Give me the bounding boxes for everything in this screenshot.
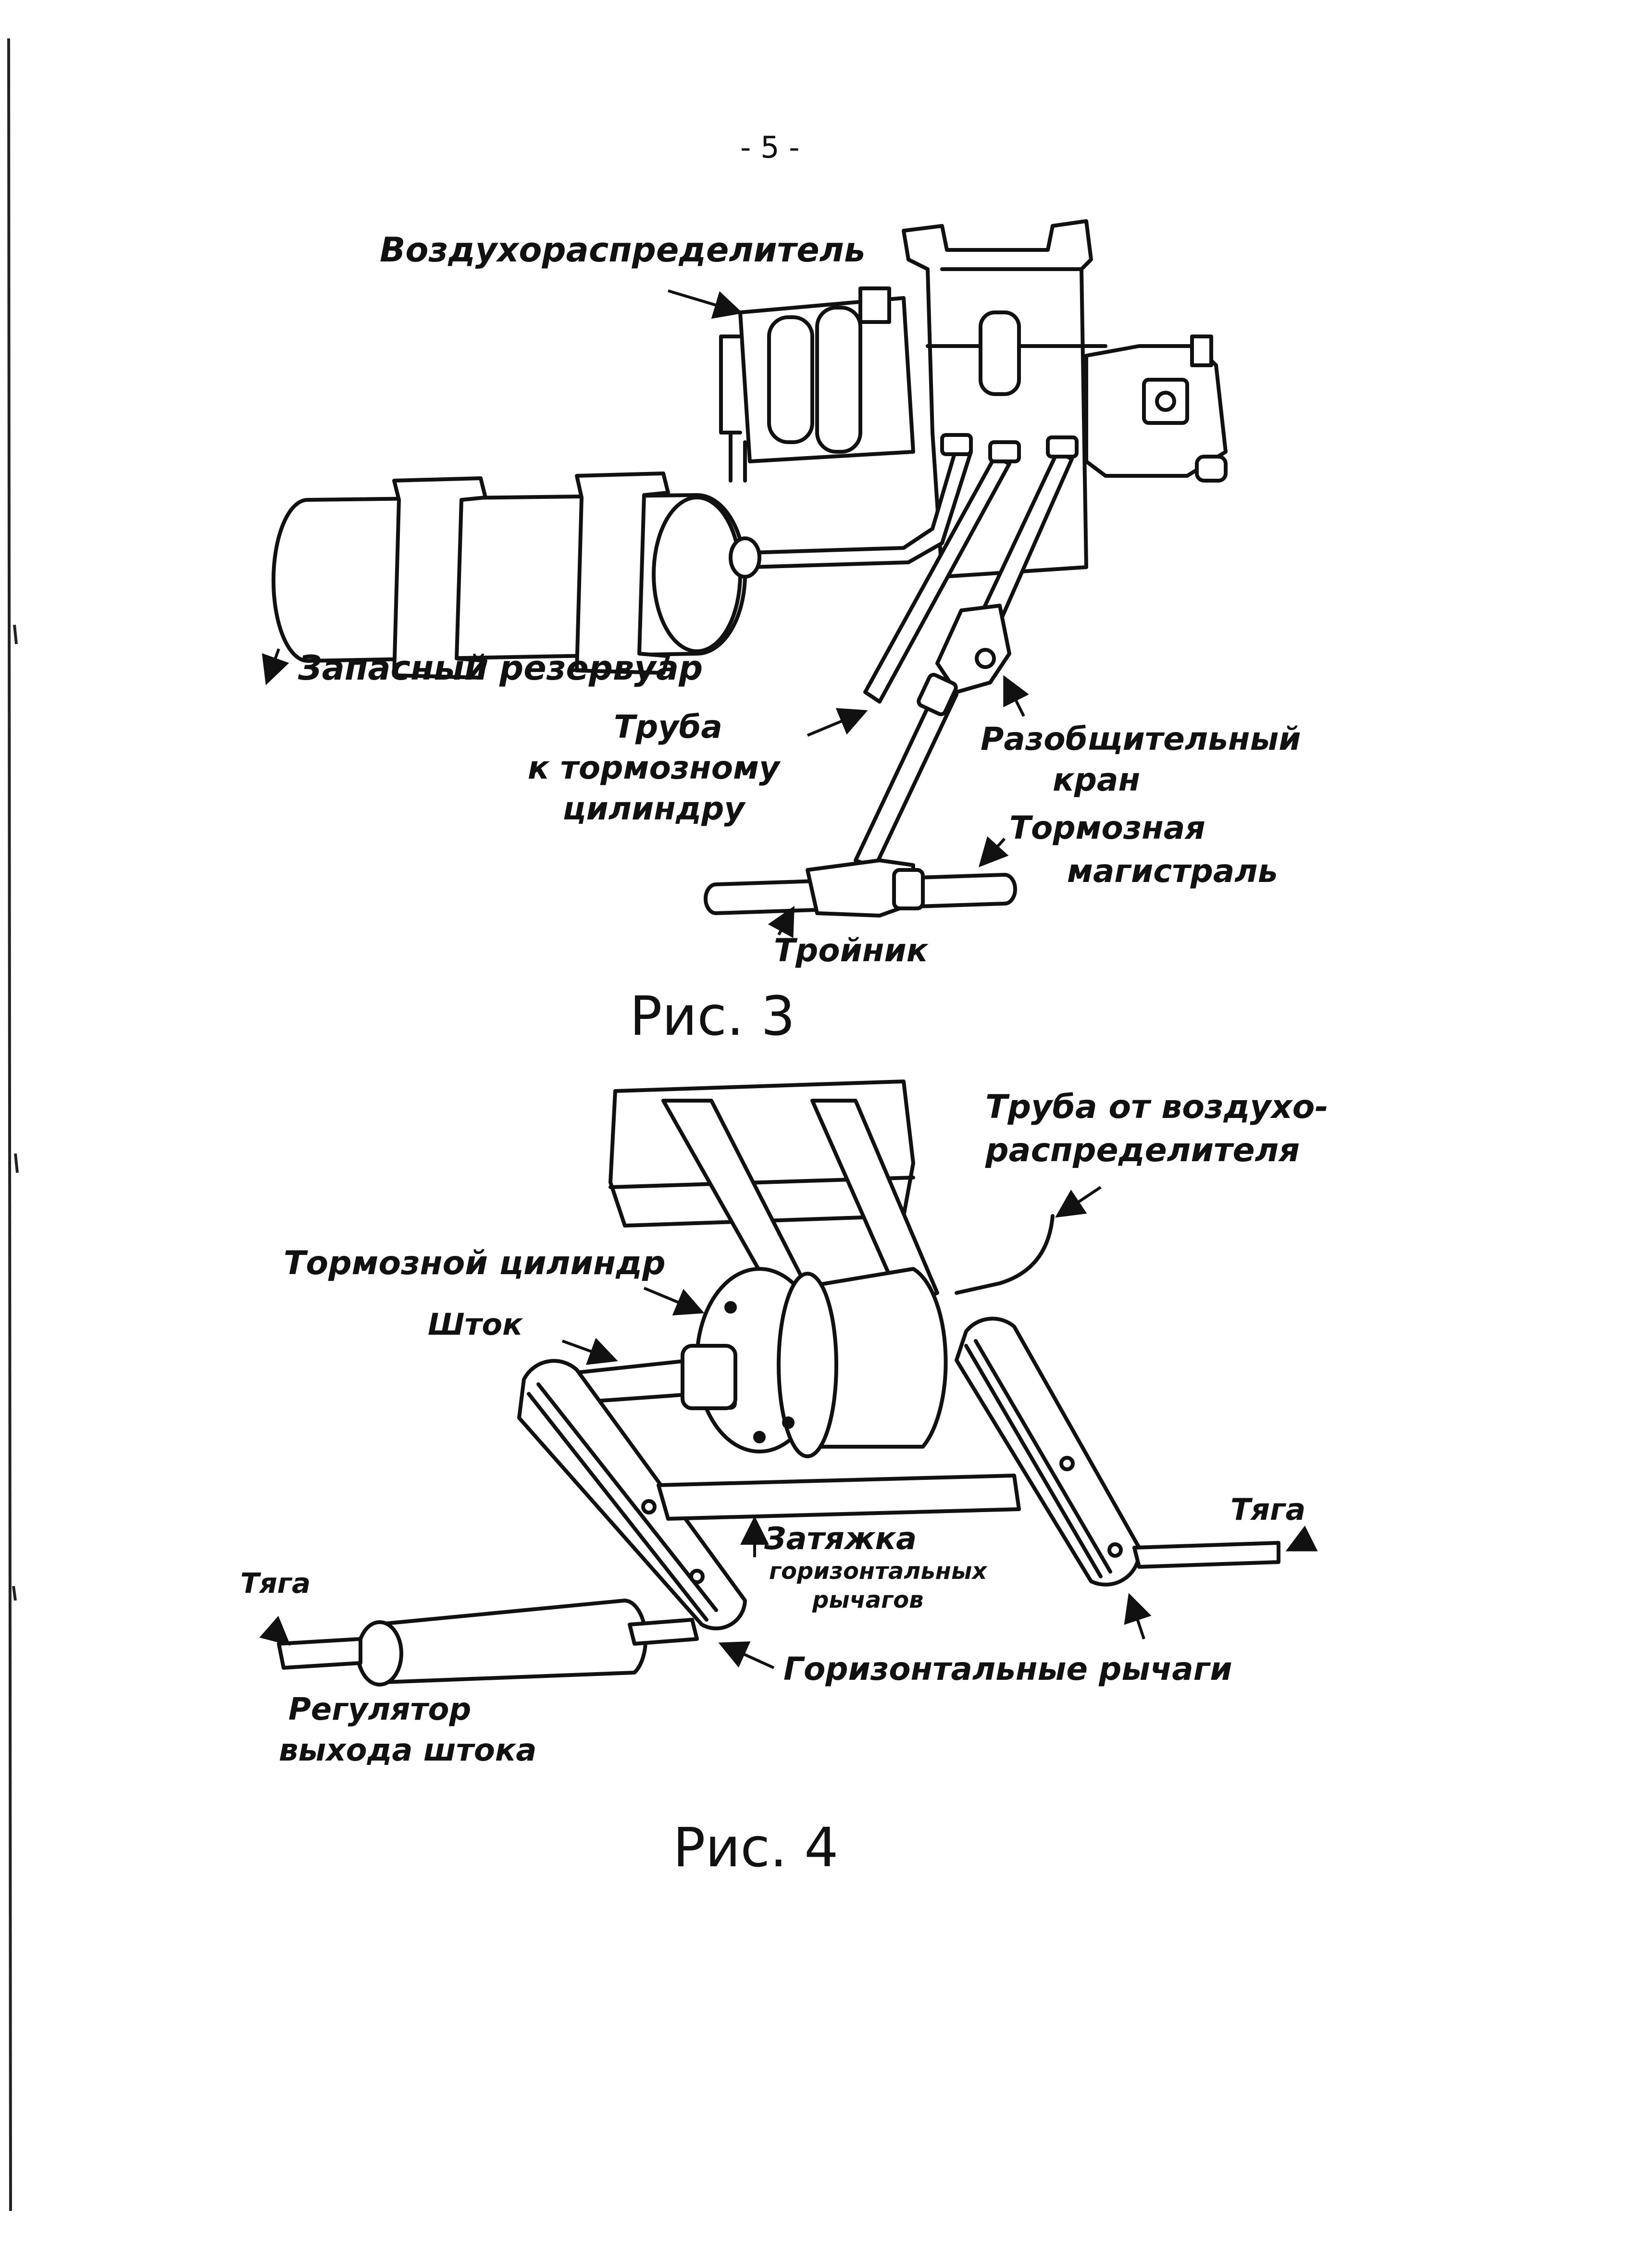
label-pipe-to-cylinder-1: Труба [614, 708, 722, 745]
figure3-leaders [261, 289, 1029, 938]
page-number: - 5 - [740, 130, 800, 165]
label-pipe-from-distributor-2: распределителя [985, 1131, 1300, 1169]
distributor-bracket [902, 219, 1093, 579]
figure4-leaders [259, 1186, 1318, 1669]
label-rod-left: Тяга [240, 1567, 311, 1600]
pull-rod-left [277, 1637, 362, 1670]
label-tee: Тройник [774, 932, 928, 969]
label-rod-right: Тяга [1230, 1492, 1306, 1527]
horizontal-lever-left [517, 1359, 747, 1631]
tank-strap-1 [392, 476, 487, 680]
label-tie-3: рычагов [812, 1587, 924, 1613]
label-slack-adjuster-2: выхода штока [279, 1733, 537, 1768]
label-tie-1: Затяжка [764, 1521, 917, 1557]
lever-tie-bar [657, 1474, 1021, 1521]
label-reserve-tank: Запасный резервуар [298, 648, 703, 688]
label-pipe-to-cylinder-3: цилиндру [562, 790, 745, 827]
figure3-drawing [271, 219, 1228, 918]
pull-rod-right [1132, 1541, 1280, 1569]
pipe-from-distributor [955, 1214, 1055, 1295]
scan-edge-marks [7, 38, 19, 2211]
label-air-distributor: Воздухораспределитель [380, 230, 866, 270]
isolating-valve [935, 604, 1011, 694]
label-isolating-valve-2: кран [1053, 761, 1141, 798]
label-tie-2: горизонтальных [769, 1558, 987, 1585]
label-pipe-to-cylinder-2: к тормозному [527, 749, 780, 786]
figure4-caption: Рис. 4 [673, 1817, 839, 1879]
figure4-drawing [277, 1080, 1280, 1687]
label-pipe-from-distributor-1: Труба от воздухо- [985, 1088, 1329, 1126]
hanger-right [810, 1099, 939, 1309]
label-brake-cylinder: Тормозной цилиндр [284, 1244, 666, 1282]
label-horizontal-levers: Горизонтальные рычаги [783, 1650, 1232, 1688]
figure3-caption: Рис. 3 [630, 985, 795, 1048]
label-brake-line-2: магистраль [1067, 853, 1278, 890]
tank-strap-2 [575, 472, 670, 675]
label-brake-line-1: Тормозная [1009, 809, 1205, 846]
label-rod: Шток [428, 1307, 523, 1342]
label-isolating-valve-1: Разобщительный [981, 720, 1301, 757]
label-slack-adjuster-1: Регулятор [288, 1692, 472, 1727]
